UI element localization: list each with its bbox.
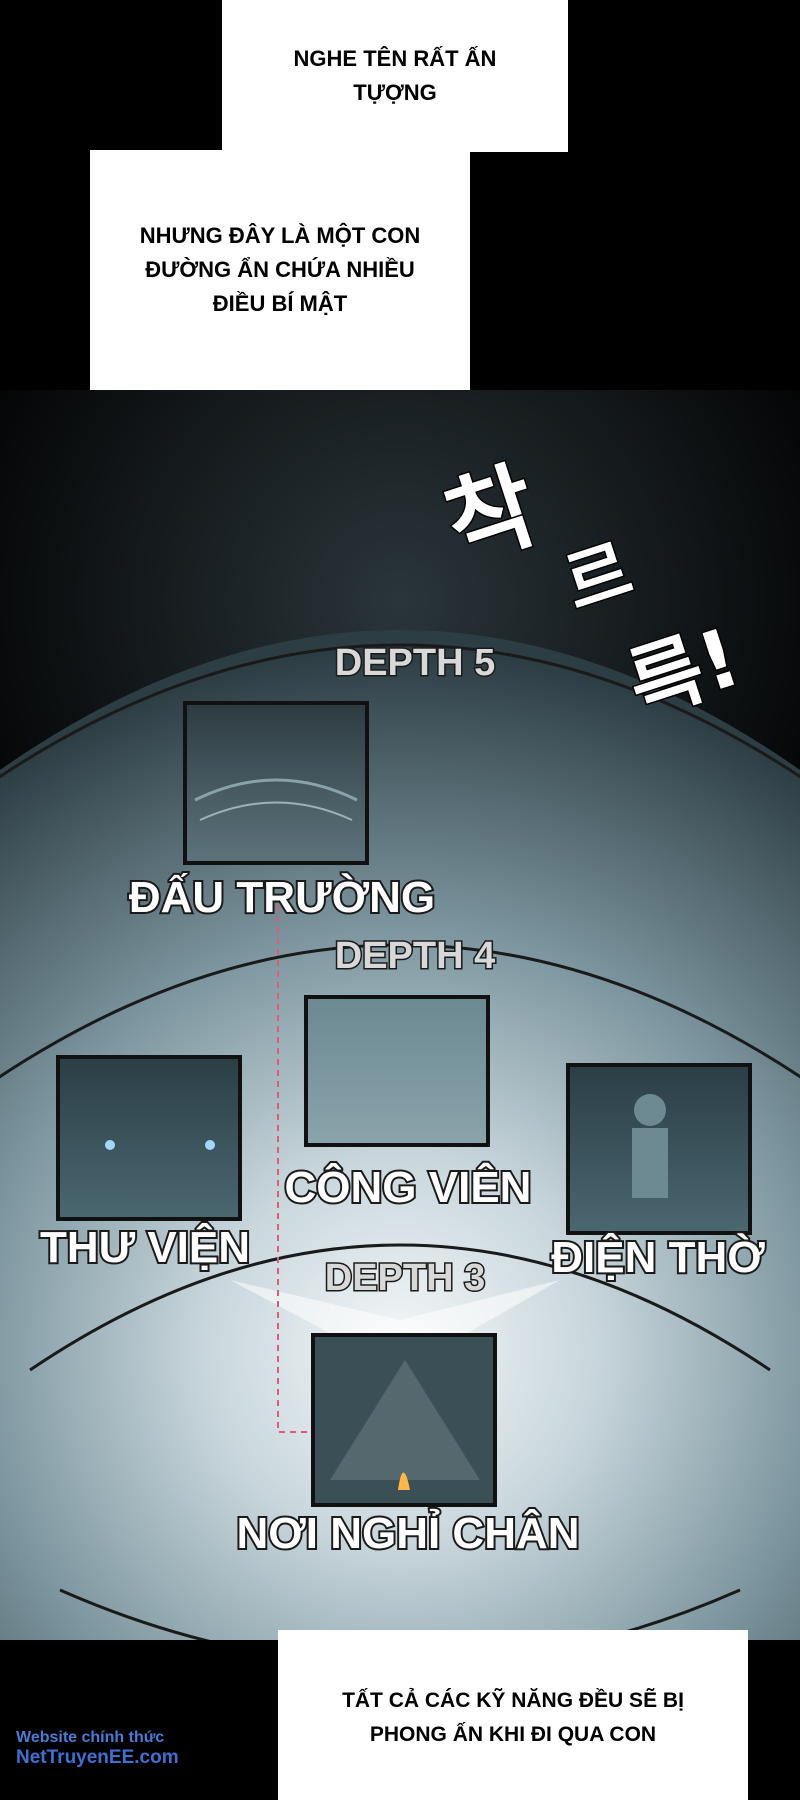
- location-rest: NƠI NGHỈ CHÂN: [236, 1508, 579, 1558]
- arena-image: [183, 701, 369, 865]
- caption-text-top: NGHE TÊN RẤT ẤN TỰỢNG: [293, 46, 497, 105]
- watermark-line-2: NetTruyenEE.com: [16, 1747, 179, 1768]
- park-image: [304, 995, 490, 1147]
- depth-5-label: DEPTH 5: [335, 642, 495, 684]
- caption-text-second: NHƯNG ĐÂY LÀ MỘT CON ĐƯỜNG ẨN CHỨA NHIỀU…: [139, 223, 421, 316]
- location-library: THƯ VIỆN: [40, 1222, 250, 1272]
- shrine-image: [566, 1063, 752, 1235]
- depth-4-label: DEPTH 4: [335, 935, 495, 977]
- caption-box-second: NHƯNG ĐÂY LÀ MỘT CON ĐƯỜNG ẨN CHỨA NHIỀU…: [90, 150, 470, 390]
- library-image: [56, 1055, 242, 1221]
- map-fan: [0, 630, 800, 1700]
- location-arena: ĐẤU TRƯỜNG: [129, 872, 435, 922]
- caption-box-top: NGHE TÊN RẤT ẤN TỰỢNG: [222, 0, 568, 152]
- location-park: CÔNG VIÊN: [285, 1161, 532, 1212]
- ring-depth-5: [0, 643, 800, 779]
- ring-depth-3: [29, 1243, 771, 1372]
- watermark-line-1: Website chính thức: [16, 1729, 165, 1746]
- caption-box-bottom: TẤT CẢ CÁC KỸ NĂNG ĐỀU SẼ BỊ PHONG ẤN KH…: [278, 1630, 748, 1800]
- depth-3-label: DEPTH 3: [325, 1257, 485, 1299]
- location-shrine: ĐIỆN THỜ: [551, 1232, 765, 1282]
- site-watermark: Website chính thức NetTruyenEE.com: [16, 1728, 236, 1768]
- ring-depth-4: [0, 943, 800, 1079]
- caption-text-bottom: TẤT CẢ CÁC KỸ NĂNG ĐỀU SẼ BỊ PHONG ẤN KH…: [342, 1689, 684, 1746]
